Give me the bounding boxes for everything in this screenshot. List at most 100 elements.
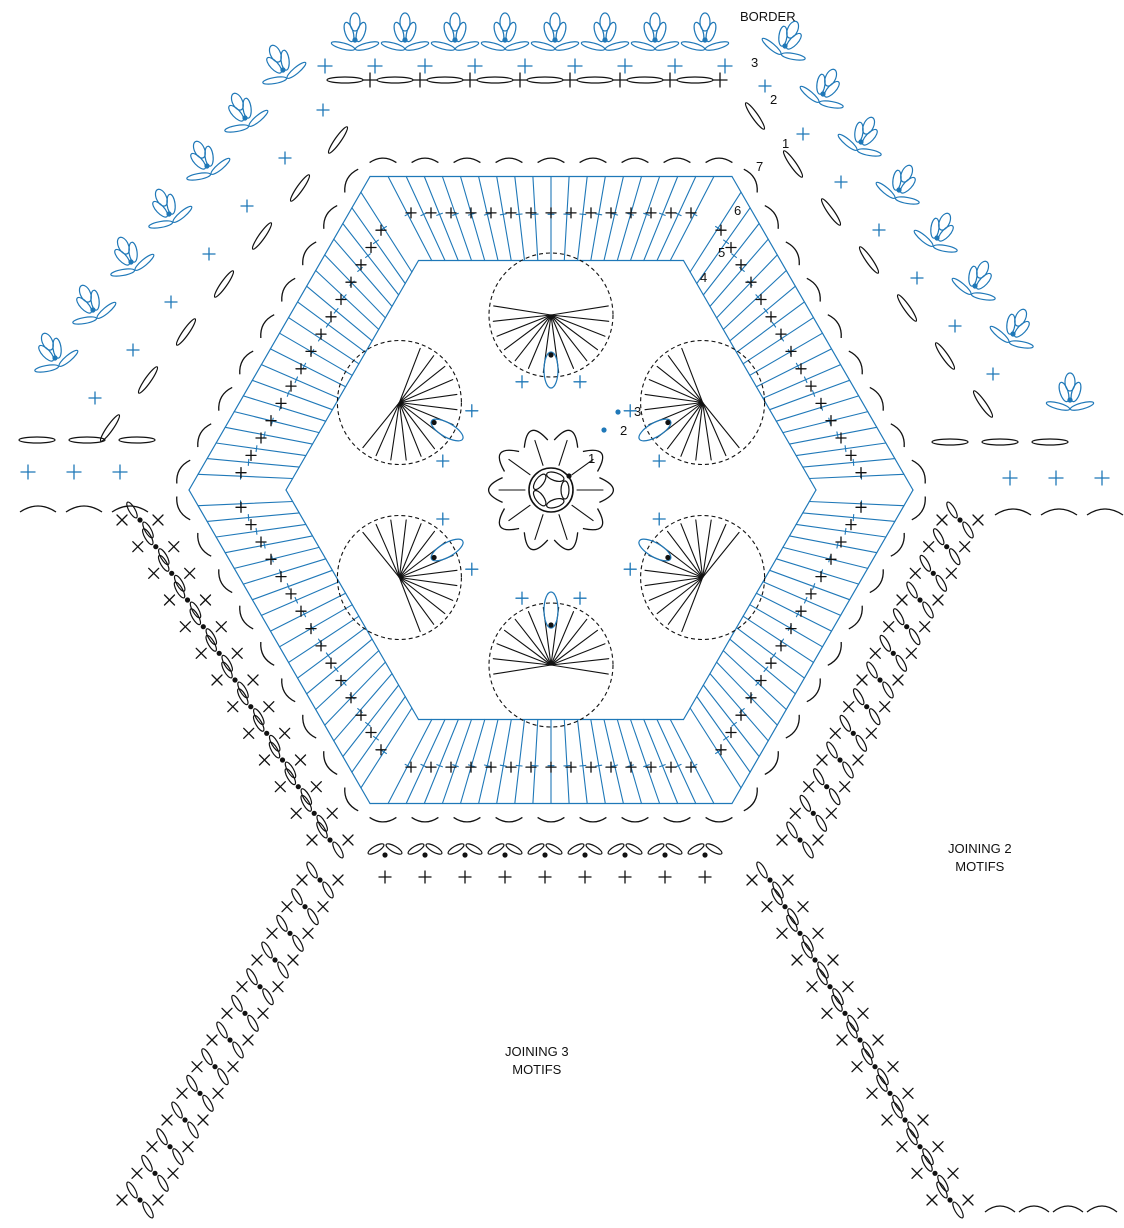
chain-arch — [891, 533, 904, 556]
chain-arch — [20, 506, 56, 512]
chain-oval — [156, 1174, 170, 1193]
chain-oval — [982, 439, 1018, 445]
treble-crossbar — [264, 542, 265, 548]
single-crochet-cross — [713, 73, 727, 87]
round-number-border-1: 1 — [782, 137, 789, 151]
slip-stitch-dot — [169, 571, 174, 576]
single-crochet-cross — [867, 1088, 877, 1098]
single-crochet-cross — [307, 835, 317, 845]
chain-oval — [52, 338, 62, 359]
chain-oval — [550, 13, 560, 31]
chain-arch — [706, 817, 733, 822]
treble-stitch — [533, 720, 538, 804]
chain-arch — [370, 158, 397, 163]
join-cluster — [822, 994, 868, 1033]
chain-oval — [141, 1201, 155, 1220]
center-stitch — [559, 515, 567, 540]
chain-arch — [985, 1206, 1015, 1212]
single-crochet-cross — [1049, 471, 1063, 485]
chain-arch — [112, 506, 148, 512]
slip-stitch-dot — [382, 852, 387, 857]
join-cluster — [180, 607, 226, 646]
treble-crossbar — [326, 322, 330, 327]
single-crochet-cross — [835, 176, 847, 188]
chain-oval — [918, 554, 932, 573]
slip-stitch-dot — [615, 409, 620, 414]
slip-stitch-dot — [904, 624, 909, 629]
single-crochet-cross — [513, 73, 527, 87]
single-crochet-cross — [368, 59, 382, 73]
slip-stitch-dot — [902, 1117, 907, 1122]
single-crochet-cross — [843, 982, 853, 992]
chain-arch — [454, 817, 481, 822]
join-cluster — [307, 821, 353, 860]
single-crochet-cross — [539, 871, 551, 883]
slip-stitch-dot — [582, 852, 587, 857]
chain-oval — [327, 77, 363, 83]
single-crochet-cross — [804, 782, 814, 792]
single-crochet-cross — [897, 1142, 907, 1152]
join-cluster — [567, 842, 604, 883]
chain-arch — [622, 158, 649, 163]
single-crochet-cross — [286, 589, 296, 599]
treble-stitch — [809, 502, 904, 506]
single-crochet-cross — [762, 902, 772, 912]
single-crochet-cross — [817, 755, 827, 765]
single-crochet-cross — [203, 248, 215, 260]
outer-hexagon-rounds — [177, 158, 926, 822]
join-cluster — [687, 842, 724, 883]
chain-oval — [377, 77, 413, 83]
single-crochet-cross — [1003, 471, 1017, 485]
single-crochet-cross — [117, 515, 127, 525]
single-crochet-cross — [426, 762, 436, 772]
border-picot — [631, 13, 680, 52]
treble-crossbar — [381, 750, 386, 753]
single-crochet-cross — [426, 208, 436, 218]
single-crochet-cross — [306, 624, 316, 634]
single-crochet-cross — [1095, 471, 1109, 485]
single-crochet-cross — [463, 73, 477, 87]
chain-oval — [155, 1127, 169, 1146]
single-crochet-cross — [776, 641, 786, 651]
single-crochet-cross — [906, 648, 916, 658]
chain-oval — [968, 266, 978, 287]
treble-crossbar — [256, 446, 257, 452]
single-crochet-cross — [828, 955, 838, 965]
single-crochet-cross — [165, 296, 177, 308]
single-crochet-cross — [563, 73, 577, 87]
single-crochet-cross — [686, 762, 696, 772]
single-crochet-cross — [273, 982, 283, 992]
slip-stitch-dot — [782, 904, 787, 909]
slip-stitch-dot — [767, 877, 772, 882]
slip-stitch-dot — [851, 731, 856, 736]
single-crochet-cross — [946, 568, 956, 578]
chain-oval — [262, 75, 287, 85]
single-crochet-cross — [747, 875, 757, 885]
chain-arch — [870, 569, 883, 592]
join-cluster — [192, 1047, 238, 1086]
treble-crossbar — [612, 765, 618, 766]
single-crochet-cross — [327, 808, 337, 818]
chain-oval — [186, 171, 211, 181]
treble-stitch — [225, 536, 312, 553]
slip-stitch-dot — [891, 651, 896, 656]
joining-2-motifs-strip — [747, 501, 1117, 1220]
join-cluster — [607, 842, 644, 883]
chain-oval — [932, 439, 968, 445]
chain-oval — [186, 1121, 200, 1140]
single-crochet-cross — [852, 1062, 862, 1072]
fan-stitch — [551, 665, 608, 674]
single-crochet-cross — [716, 225, 726, 235]
chain-oval — [971, 389, 994, 419]
border-picot — [986, 299, 1047, 355]
chain-oval — [892, 607, 906, 626]
chain-oval — [136, 365, 159, 395]
slip-stitch-dot — [824, 784, 829, 789]
join-cluster — [804, 767, 850, 806]
single-crochet-cross — [318, 902, 328, 912]
joining-3-motifs-strip — [117, 501, 723, 1220]
single-crochet-cross — [516, 592, 528, 604]
chain-oval — [400, 13, 410, 31]
chain-oval — [650, 13, 660, 31]
single-crochet-cross — [343, 835, 353, 845]
